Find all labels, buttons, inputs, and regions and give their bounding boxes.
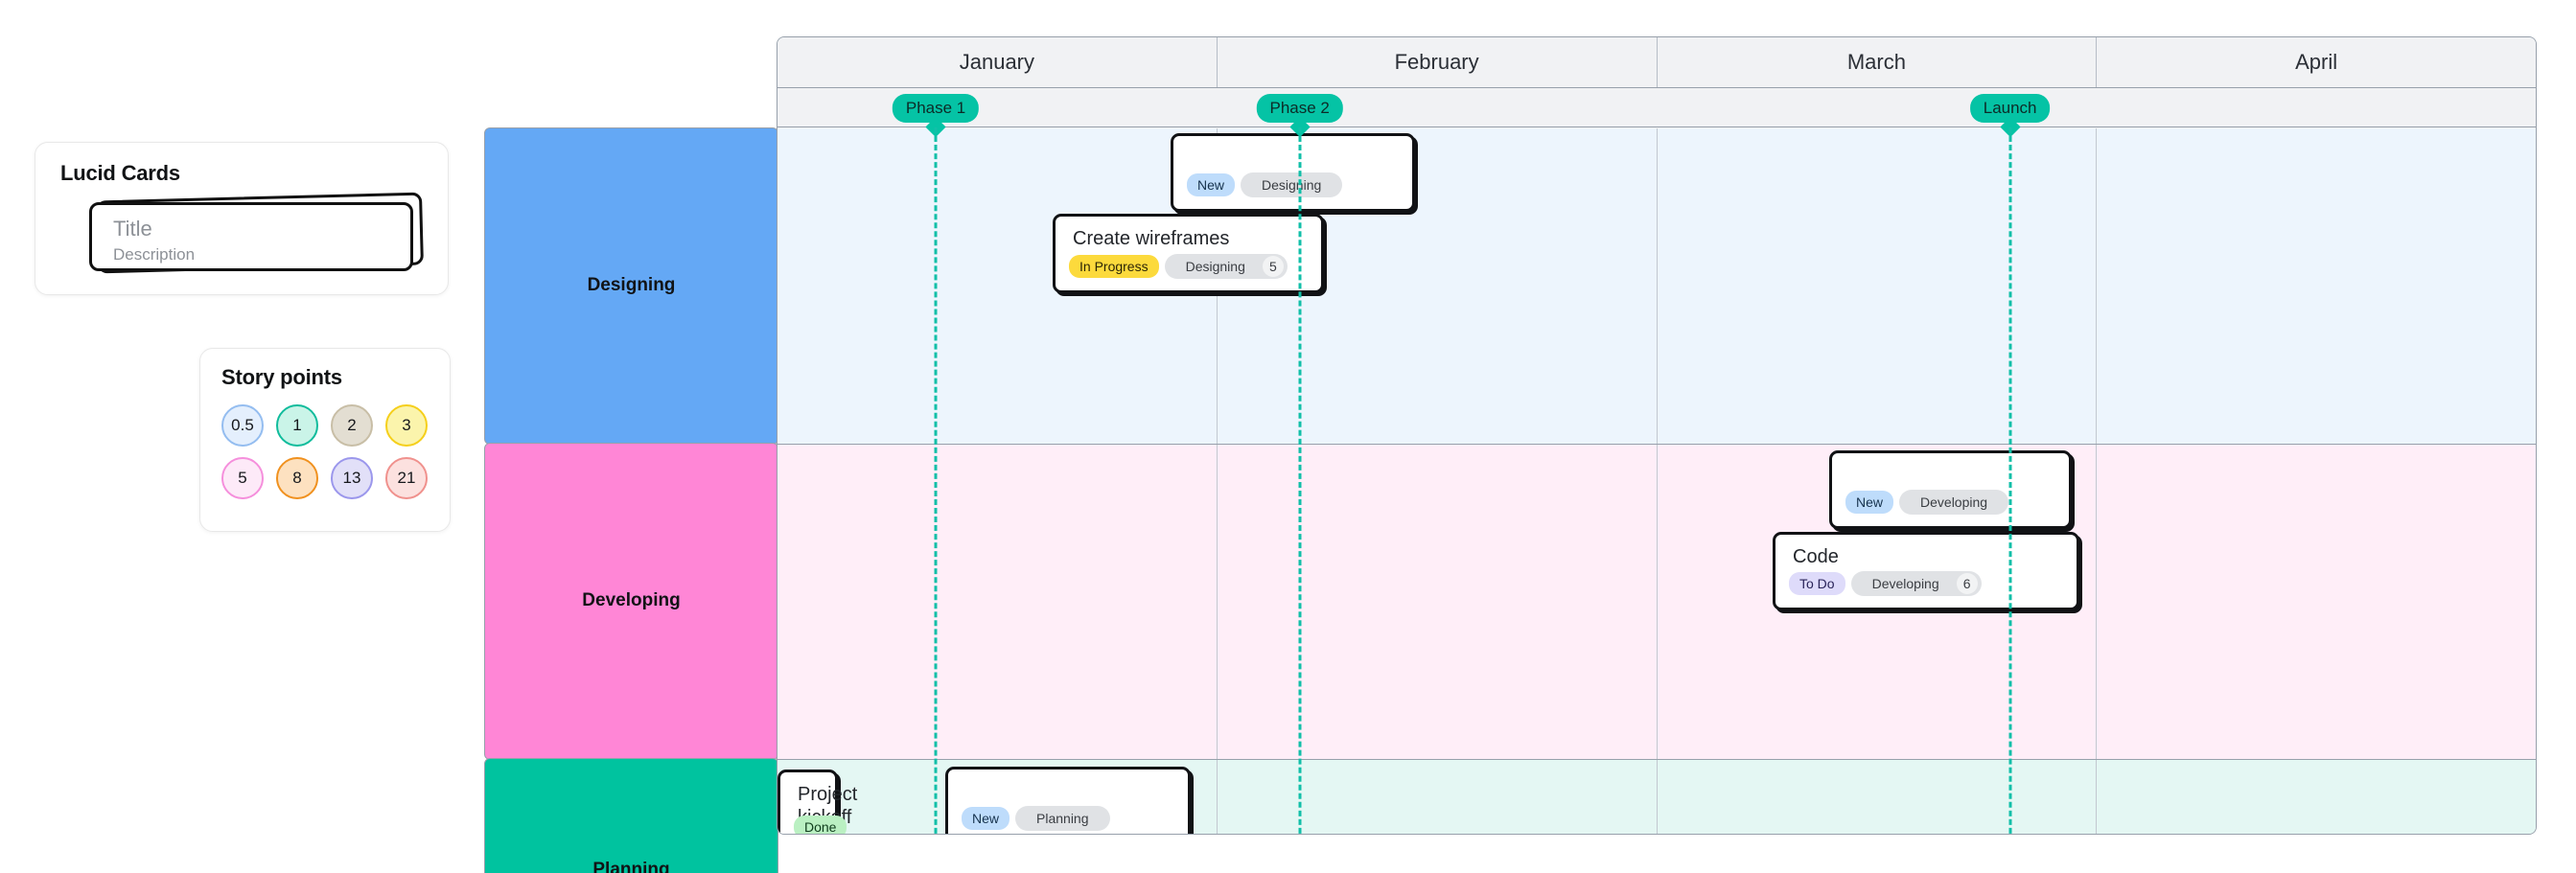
lane-tag-group[interactable]: Designing 5 (1164, 254, 1288, 279)
timeline-card[interactable]: Code To Do Developing 6 (1773, 531, 2079, 610)
swimlane-body-developing (777, 444, 2536, 759)
story-points-panel: Story points 0.5 1 2 3 5 8 13 21 (199, 348, 451, 532)
story-point-chip-3[interactable]: 3 (385, 404, 428, 447)
timeline-card-tags: To Do Developing 6 (1789, 570, 1982, 596)
story-point-chip-0.5[interactable]: 0.5 (221, 404, 264, 447)
swimlane-month-columns (777, 760, 2536, 834)
swimlane-cell-january[interactable] (777, 445, 1218, 759)
story-point-chip-label: 21 (397, 469, 416, 487)
story-point-chip-8[interactable]: 8 (276, 457, 318, 499)
status-badge[interactable]: To Do (1789, 571, 1845, 595)
story-point-chip-5[interactable]: 5 (221, 457, 264, 499)
status-badge[interactable]: New (962, 807, 1010, 830)
swimlane-month-columns (777, 445, 2536, 759)
timeline-card[interactable]: Create wireframes In Progress Designing 5 (1053, 214, 1324, 293)
swimlane-cell-february[interactable] (1218, 445, 1658, 759)
timeline-card[interactable]: New Designing (1171, 133, 1415, 212)
swimlane-cell-april[interactable] (2097, 760, 2536, 834)
timeline-card[interactable]: New Planning (945, 767, 1191, 834)
lane-tag-label: Developing (1871, 575, 1939, 591)
timeline-card-tags: New Developing (1845, 489, 2009, 515)
story-points-panel-title: Story points (221, 365, 342, 389)
month-header-february[interactable]: February (1218, 37, 1658, 87)
lane-tag-label: Designing (1262, 177, 1322, 193)
lucid-cards-panel-title: Lucid Cards (60, 161, 180, 185)
story-point-chip-label: 13 (342, 469, 361, 487)
story-point-chip-label: 1 (292, 416, 302, 434)
milestone-header-row (777, 87, 2536, 127)
month-header-march[interactable]: March (1658, 37, 2098, 87)
swimlane-label-text: Designing (587, 275, 676, 296)
timeline-card[interactable]: New Developing (1829, 449, 2072, 529)
timeline-card-title: Create wireframes (1073, 228, 1230, 249)
story-point-chip-2[interactable]: 2 (331, 404, 373, 447)
swimlane-label-text: Developing (582, 590, 681, 611)
story-points-badge: 6 (1956, 572, 1978, 594)
card-placeholder-title: Title (113, 217, 152, 241)
status-badge[interactable]: New (1845, 490, 1894, 514)
status-badge[interactable]: In Progress (1069, 255, 1159, 278)
story-points-grid: 0.5 1 2 3 5 8 13 21 (221, 404, 440, 510)
story-point-chip-label: 5 (238, 469, 247, 487)
story-point-chip-label: 0.5 (231, 416, 254, 434)
swimlane-label-designing[interactable]: Designing (484, 127, 778, 445)
story-points-badge: 5 (1262, 256, 1284, 277)
timeline-card-title: Code (1793, 545, 1839, 567)
story-point-chip-label: 8 (292, 469, 302, 487)
swimlane-cell-january[interactable] (777, 760, 1218, 834)
timeline-card-tags: New Designing (1187, 172, 1343, 197)
status-badge[interactable]: Done (794, 816, 847, 834)
timeline-card[interactable]: Project kickoffDone (777, 770, 857, 834)
swimlane-cell-april[interactable] (2097, 445, 2536, 759)
card-stack-front-layer: Title Description (89, 202, 413, 271)
swimlane-cell-february[interactable] (1218, 128, 1658, 444)
swimlane-body-designing (777, 128, 2536, 444)
month-header-april[interactable]: April (2295, 50, 2338, 74)
swimlane-cell-march[interactable] (1658, 760, 2098, 834)
story-point-chip-13[interactable]: 13 (331, 457, 373, 499)
swimlane-cell-february[interactable] (1218, 760, 1658, 834)
story-point-chip-1[interactable]: 1 (276, 404, 318, 447)
lane-tag-label: Developing (1920, 494, 1988, 510)
lane-tag-group[interactable]: Designing (1241, 172, 1343, 197)
swimlane-label-planning[interactable]: Planning (484, 758, 778, 873)
story-point-chip-21[interactable]: 21 (385, 457, 428, 499)
story-point-chip-label: 2 (347, 416, 357, 434)
swimlane-cell-march[interactable] (1658, 128, 2098, 444)
status-badge[interactable]: New (1187, 173, 1236, 196)
swimlane-label-text: Planning (592, 859, 670, 873)
card-placeholder-description: Description (113, 245, 196, 264)
timeline-card-tags: Done (794, 816, 847, 834)
timeline-card-tags: New Planning (962, 806, 1110, 831)
timeline-card-tags: In Progress Designing 5 (1069, 254, 1288, 279)
lane-tag-group[interactable]: Developing 6 (1850, 570, 1982, 596)
swimlane-month-columns (777, 128, 2536, 444)
lane-tag-group[interactable]: Developing (1899, 489, 2009, 515)
swimlane-label-developing[interactable]: Developing (484, 443, 778, 760)
swimlane-cell-march[interactable] (1658, 445, 2098, 759)
lucid-card-shape-preview[interactable]: Title Description (89, 192, 425, 278)
lucid-cards-panel: Lucid Cards Title Description (35, 142, 449, 295)
swimlane-cell-april[interactable] (2097, 128, 2536, 444)
lane-tag-label: Planning (1036, 811, 1089, 826)
lane-tag-group[interactable]: Planning (1015, 806, 1110, 831)
month-header-january[interactable]: January (777, 37, 1218, 87)
lane-tag-label: Designing (1185, 259, 1245, 274)
story-point-chip-label: 3 (402, 416, 411, 434)
